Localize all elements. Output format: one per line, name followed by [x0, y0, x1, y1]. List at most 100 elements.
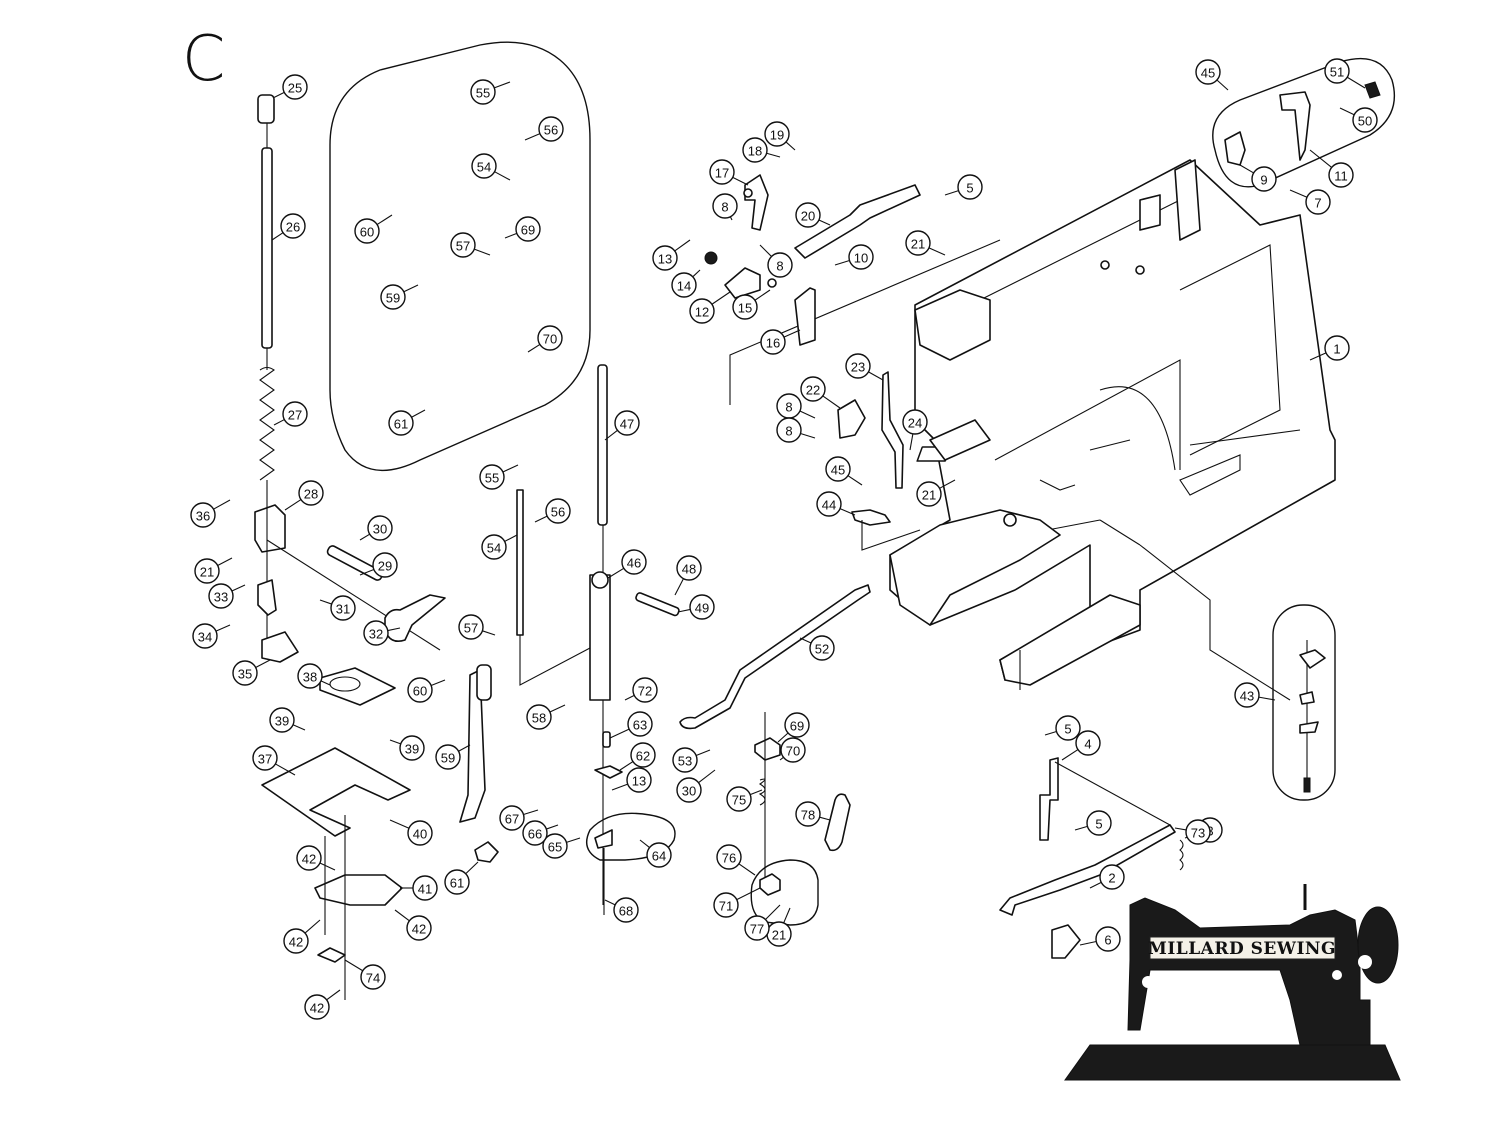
callout-circle [526, 704, 552, 730]
callout-circle [652, 245, 678, 271]
callout-part-19: 19 [764, 121, 790, 147]
callout-part-17: 17 [709, 159, 735, 185]
callout-circle [515, 216, 541, 242]
leader-line-part-38 [320, 680, 331, 686]
callout-circle [1086, 810, 1112, 836]
callout-number: 57 [456, 239, 470, 254]
callout-circle [283, 928, 309, 954]
foot-61 [474, 841, 499, 863]
needle-clamp-group-outline [586, 812, 676, 861]
clamp-62 [594, 765, 623, 779]
leader-line-part-8 [800, 433, 816, 439]
callout-number: 16 [766, 336, 780, 351]
callout-circle [282, 74, 308, 100]
callout-part-25: 25 [282, 74, 308, 100]
callout-circle [676, 555, 702, 581]
callout-number: 77 [750, 922, 764, 937]
callout-number: 8 [776, 259, 783, 274]
leader-line-part-29 [359, 568, 375, 576]
callout-circle [296, 845, 322, 871]
callout-part-57: 57 [450, 232, 476, 258]
callout-circle [537, 325, 563, 351]
callout-part-10: 10 [848, 244, 874, 270]
leader-line-part-51 [1346, 76, 1366, 89]
leader-line-part-71 [736, 887, 761, 901]
leader-line-part-61 [411, 409, 426, 418]
link-arm [794, 184, 921, 259]
leader-line-part-35 [255, 659, 271, 668]
leader-line-part-52 [799, 637, 812, 644]
callout-circle [1324, 335, 1350, 361]
callout-circle [545, 498, 571, 524]
callout-number: 8 [721, 200, 728, 215]
callout-part-6: 6 [1095, 926, 1121, 952]
callout-number: 32 [369, 627, 383, 642]
callout-circle [208, 583, 234, 609]
leader-line-part-26 [271, 232, 284, 241]
hook-assembly-group-outline [1272, 604, 1336, 801]
callout-part-5: 5 [957, 174, 983, 200]
leader-line-part-2 [1089, 881, 1102, 889]
callout-number: 4 [1084, 737, 1091, 752]
callout-number: 42 [289, 935, 303, 950]
callout-number: 15 [738, 301, 752, 316]
leader-line-part-5 [1044, 730, 1057, 736]
leader-line-part-34 [215, 624, 231, 632]
callout-circle [760, 329, 786, 355]
callout-circle [1095, 926, 1121, 952]
callout-circle [809, 635, 835, 661]
callout-number: 37 [258, 752, 272, 767]
leader-line-part-60 [430, 679, 446, 687]
leader-line-part-53 [695, 749, 711, 757]
callout-part-24: 24 [902, 409, 928, 435]
callout-part-78: 78 [795, 801, 821, 827]
callout-circle [458, 614, 484, 640]
callout-part-74: 74 [360, 964, 386, 990]
callout-number: 69 [790, 719, 804, 734]
callout-number: 74 [366, 971, 380, 986]
callout-part-36: 36 [190, 502, 216, 528]
callout-number: 62 [636, 749, 650, 764]
spring-14 [704, 251, 718, 265]
callout-part-16: 16 [760, 329, 786, 355]
callout-number: 30 [373, 522, 387, 537]
leader-line-part-42 [304, 919, 321, 934]
callout-part-50: 50 [1352, 107, 1378, 133]
lever-32 [384, 594, 446, 643]
leader-line-part-25 [272, 91, 285, 99]
leader-line-part-42 [394, 909, 410, 922]
leader-lines [213, 76, 1366, 1001]
callout-number: 50 [1358, 114, 1372, 129]
callout-number: 75 [732, 793, 746, 808]
leader-line-part-12 [711, 291, 731, 305]
callout-part-13: 13 [626, 767, 652, 793]
leader-line-part-21 [939, 479, 956, 489]
callout-part-30: 30 [367, 515, 393, 541]
callout-part-52: 52 [809, 635, 835, 661]
callout-part-29: 29 [372, 552, 398, 578]
leader-line-part-40 [389, 819, 410, 829]
callout-part-53: 53 [672, 747, 698, 773]
callout-circle [742, 137, 768, 163]
callout-number: 42 [412, 922, 426, 937]
pin-63 [602, 731, 611, 748]
callout-number: 20 [801, 209, 815, 224]
callout-circle [399, 735, 425, 761]
callout-number: 11 [1334, 169, 1348, 184]
callout-part-47: 47 [614, 410, 640, 436]
callout-part-45: 45 [1195, 59, 1221, 85]
callout-circle [372, 552, 398, 578]
callout-number: 21 [200, 565, 214, 580]
callout-part-14: 14 [671, 272, 697, 298]
callout-circle [470, 79, 496, 105]
callout-circle [1234, 682, 1260, 708]
block-12 [724, 267, 761, 299]
presser-bar [261, 147, 273, 349]
leader-line-part-5 [944, 190, 959, 196]
presser-foot [261, 631, 299, 663]
leader-line-part-20 [818, 219, 831, 226]
callout-part-57: 57 [458, 614, 484, 640]
callout-number: 8 [785, 424, 792, 439]
callout-number: 41 [418, 882, 432, 897]
callout-number: 24 [908, 416, 922, 431]
